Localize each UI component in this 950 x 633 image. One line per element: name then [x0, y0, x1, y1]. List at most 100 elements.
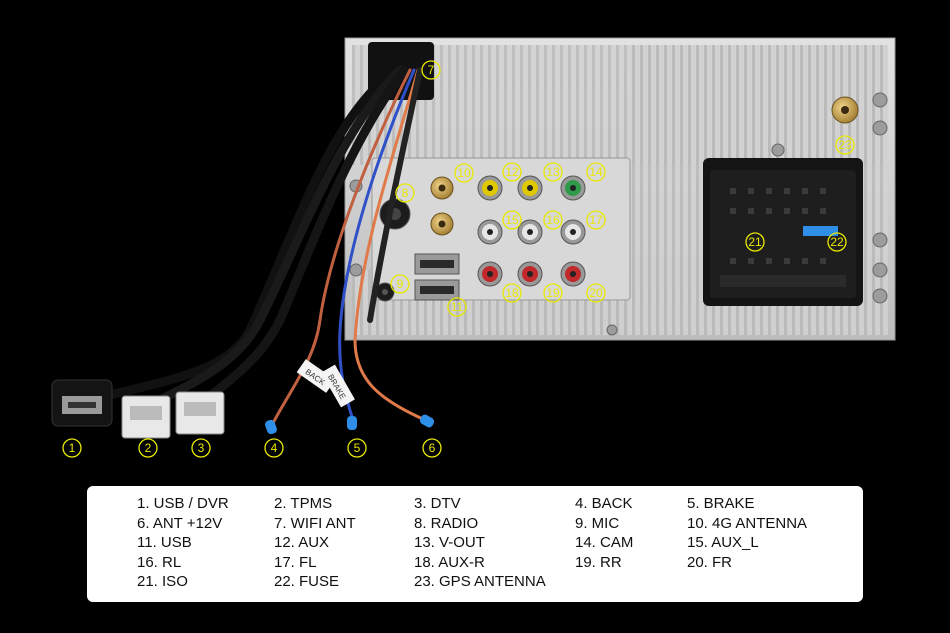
rca-rr: [560, 261, 586, 287]
callout-9: 9: [390, 274, 410, 294]
screws: [349, 92, 888, 336]
legend-item: 16. RL: [137, 553, 182, 571]
callout-number: 17: [589, 213, 603, 227]
callout-20: 20: [586, 283, 606, 303]
callout-number: 6: [429, 441, 436, 455]
rca-aux-r: [517, 261, 543, 287]
tpms-plug: [121, 395, 171, 439]
callout-number: 16: [546, 213, 560, 227]
legend-item: 12. AUX: [274, 534, 330, 551]
callout-3: 3: [191, 438, 211, 458]
callout-14: 14: [586, 162, 606, 182]
callout-number: 18: [505, 286, 519, 300]
callout-21: 21: [745, 232, 765, 252]
callout-22: 22: [827, 232, 847, 252]
legend-panel: 1. USB / DVR 2. TPMS 3. DTV 4. BACK 5. BRAKE…: [87, 486, 863, 602]
rca-fl: [517, 219, 543, 245]
callout-number: 20: [589, 286, 603, 300]
callout-number: 7: [428, 63, 435, 77]
legend-item: 13. V-OUT: [414, 534, 485, 551]
rca-fl2: [560, 219, 586, 245]
legend-row: 21. ISO 22. FUSE 23. GPS ANTENNA: [87, 572, 863, 592]
4g-antenna-connectors: [430, 176, 454, 236]
legend-item: 4. BACK: [575, 495, 633, 512]
legend-item: 23. GPS ANTENNA: [414, 573, 546, 590]
legend-item: 14. CAM: [575, 534, 634, 551]
rca-rl: [477, 261, 503, 287]
callout-15: 15: [502, 210, 522, 230]
legend-item: 10. 4G ANTENNA: [687, 514, 808, 532]
callout-number: 9: [397, 277, 404, 291]
callout-number: 11: [451, 300, 464, 314]
usb-ports: [414, 253, 460, 301]
callout-13: 13: [543, 162, 563, 182]
wire-harness: [105, 65, 427, 427]
iso-connector: [703, 158, 863, 306]
legend-item: 21. ISO: [137, 573, 188, 590]
callout-number: 12: [505, 165, 519, 179]
fuse: [803, 226, 838, 236]
legend-item: 20. FR: [687, 553, 733, 571]
legend-item: 2. TPMS: [274, 495, 333, 512]
legend-item: 11. USB: [137, 534, 192, 551]
legend-row: 16. RL 17. FL 18. AUX-R 19. RR 20. FR: [87, 553, 863, 573]
legend-item: 7. WIFI ANT: [274, 514, 356, 532]
callout-12: 12: [502, 162, 522, 182]
callout-number: 8: [402, 186, 409, 200]
legend-row: 1. USB / DVR 2. TPMS 3. DTV 4. BACK 5. BRAKE: [87, 494, 863, 514]
callout-number: 1: [69, 441, 76, 455]
callout-1: 1: [62, 438, 82, 458]
dtv-plug: [175, 391, 225, 435]
legend-item: 17. FL: [274, 553, 317, 571]
rca-cam: [560, 175, 586, 201]
callout-number: 5: [354, 441, 361, 455]
legend-item: 18. AUX-R: [414, 553, 485, 571]
legend-item: 1. USB / DVR: [137, 495, 229, 512]
usb-cable-plug: [51, 379, 113, 427]
rca-jacks: [477, 175, 586, 287]
callout-number: 10: [457, 166, 471, 180]
legend-row: 6. ANT +12V 7. WIFI ANT 8. RADIO 9. MIC 10. …: [87, 514, 863, 534]
legend-grid: 1. USB / DVR 2. TPMS 3. DTV 4. BACK 5. BRAKE…: [87, 494, 863, 594]
callout-number: 2: [145, 441, 152, 455]
callout-18: 18: [502, 283, 522, 303]
callout-4: 4: [264, 438, 284, 458]
callout-number: 13: [546, 165, 560, 179]
legend-row: 11. USB 12. AUX 13. V-OUT 14. CAM 15. AUX_L: [87, 533, 863, 553]
rca-aux-l: [477, 219, 503, 245]
legend-item: 22. FUSE: [274, 573, 340, 590]
gps-antenna-connector: [831, 96, 859, 124]
callout-number: 22: [830, 235, 844, 249]
callout-11: 11: [447, 297, 467, 317]
mic-jack: [375, 282, 395, 302]
rca-aux: [477, 175, 503, 201]
callout-6: 6: [422, 438, 442, 458]
callout-number: 4: [271, 441, 278, 455]
callout-number: 3: [198, 441, 205, 455]
callout-number: 14: [589, 165, 603, 179]
wire-tags: BACK BRAKE: [296, 359, 355, 408]
callout-2: 2: [138, 438, 158, 458]
legend-item: 15. AUX_L: [687, 534, 759, 551]
callout-16: 16: [543, 210, 563, 230]
legend-item: 8. RADIO: [414, 514, 479, 532]
rca-v-out: [517, 175, 543, 201]
legend-item: 5. BRAKE: [687, 495, 755, 512]
callout-8: 8: [395, 183, 415, 203]
callout-number: 15: [505, 213, 519, 227]
callout-10: 10: [454, 163, 474, 183]
callout-7: 7: [421, 60, 441, 80]
callout-number: 23: [838, 138, 852, 152]
legend-item: 6. ANT +12V: [137, 514, 223, 532]
callout-number: 19: [546, 286, 560, 300]
radio-jack: [379, 198, 411, 230]
legend-item: 9. MIC: [575, 514, 620, 532]
legend-item: 19. RR: [575, 553, 622, 571]
callout-23: 23: [835, 135, 855, 155]
callout-17: 17: [586, 210, 606, 230]
callout-number: 21: [748, 235, 762, 249]
legend-item: 3. DTV: [414, 495, 461, 512]
callout-19: 19: [543, 283, 563, 303]
